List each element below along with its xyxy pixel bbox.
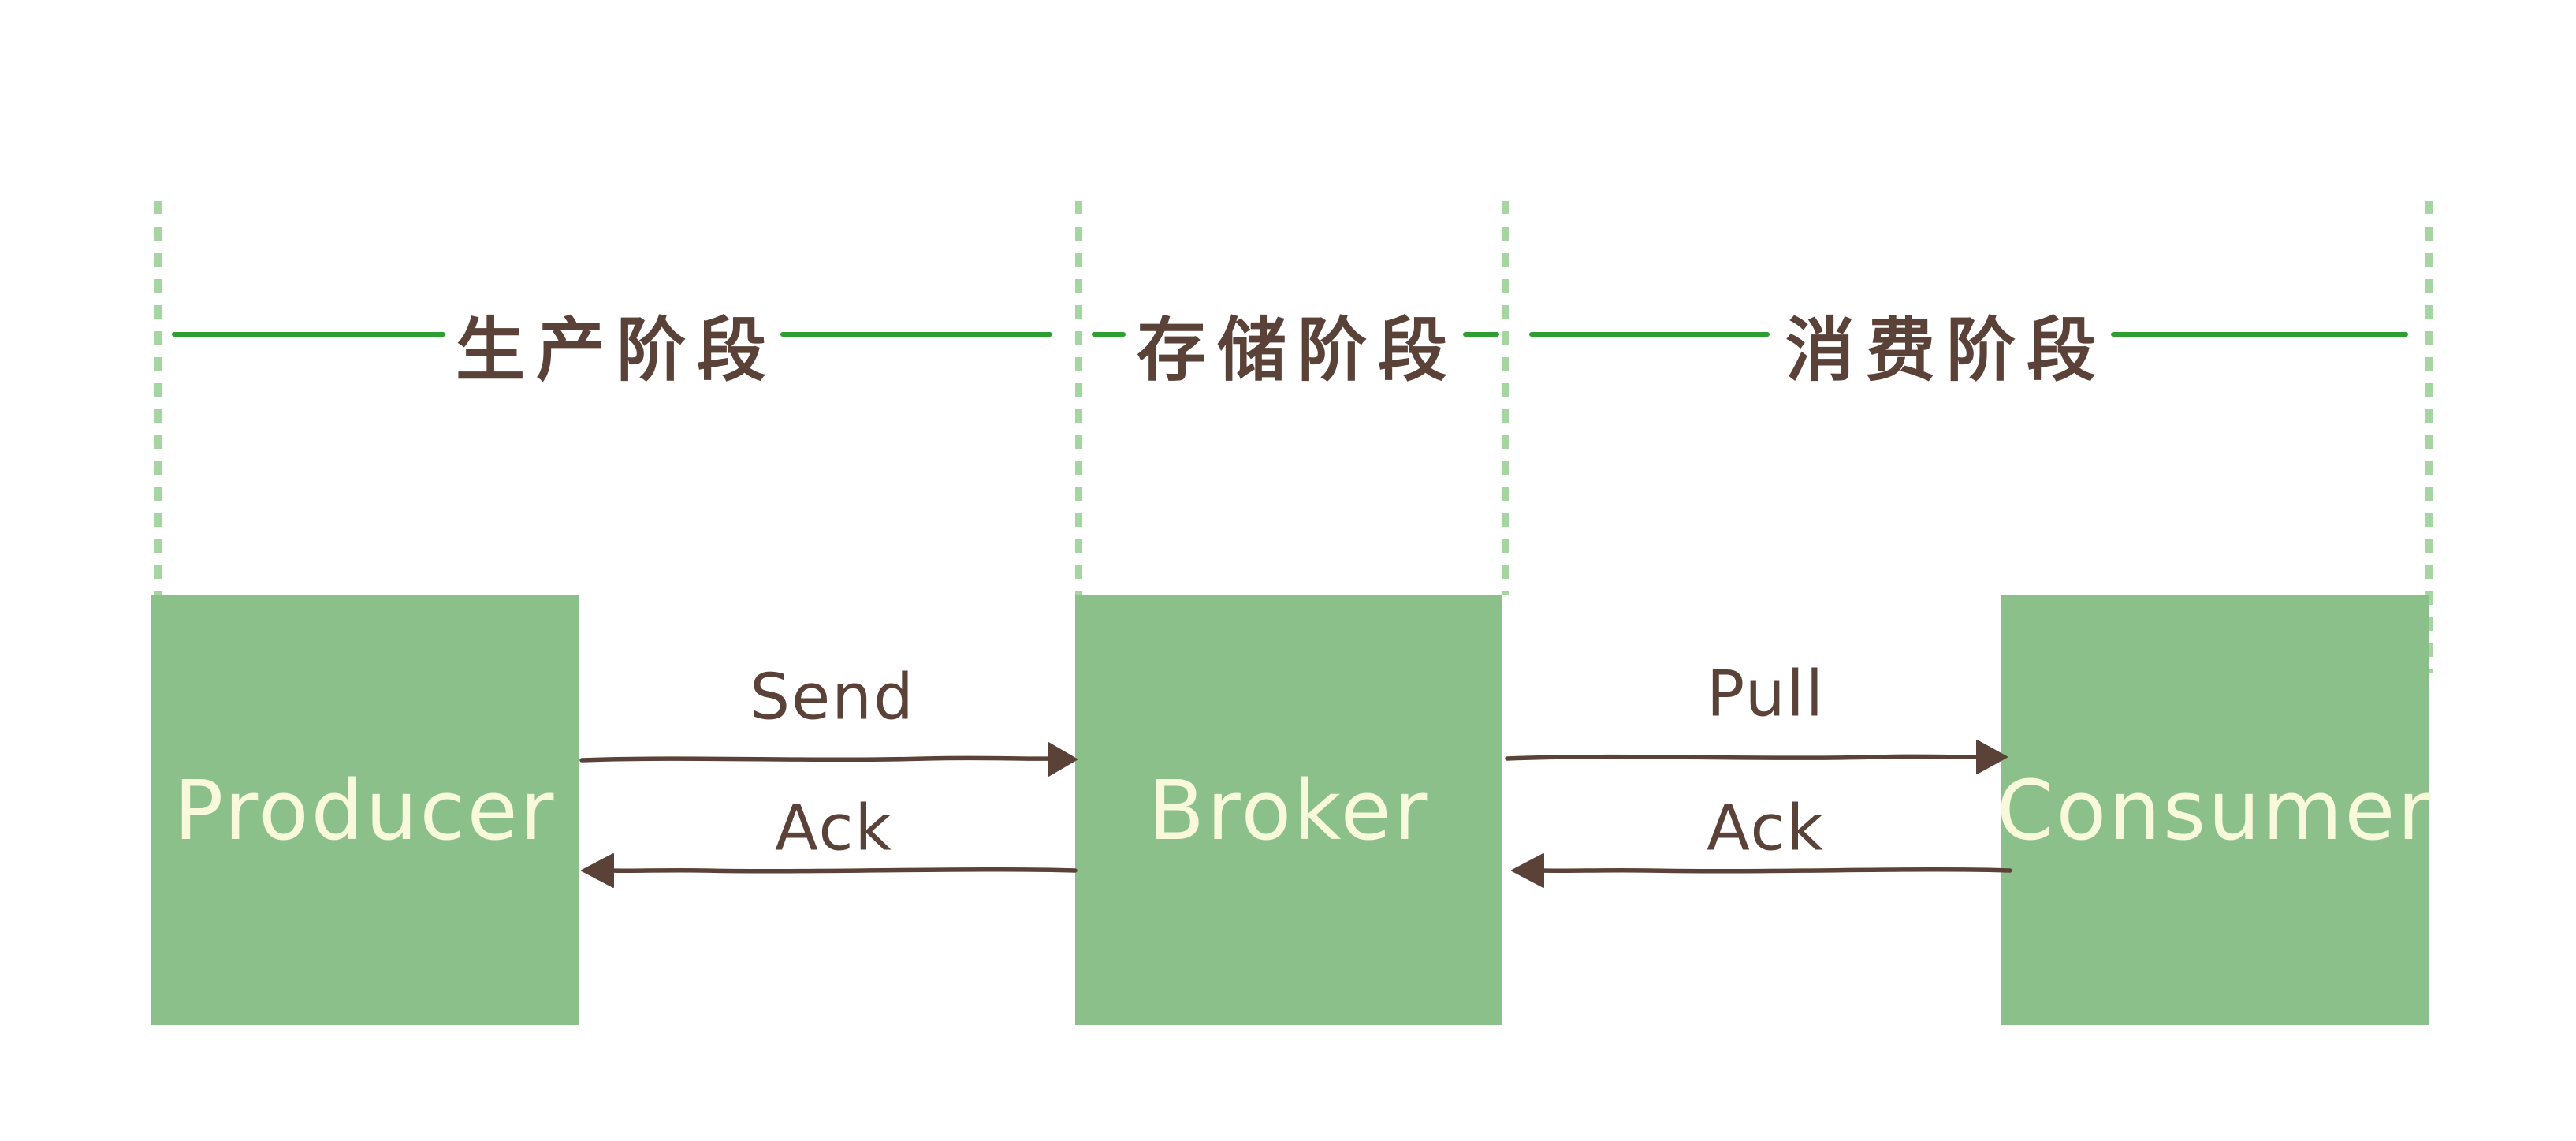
node-consumer: Consumer xyxy=(1997,595,2431,1025)
node-consumer-label: Consumer xyxy=(1996,762,2434,859)
node-broker: Broker xyxy=(1075,595,1502,1025)
ack-to-producer-arrow xyxy=(581,853,1078,888)
pull-arrow xyxy=(1505,740,2008,774)
phase-boundary-line-4 xyxy=(2425,201,2433,673)
phase-line-segment xyxy=(2111,332,2408,337)
message-label-ack-producer: Ack xyxy=(775,791,893,865)
arrow-line xyxy=(609,867,1078,874)
message-label-ack-broker: Ack xyxy=(1707,791,1825,865)
message-label-pull: Pull xyxy=(1707,657,1825,731)
phase-label-production: 生产阶段 xyxy=(455,309,778,391)
arrow-line xyxy=(579,755,1052,763)
arrow-head xyxy=(581,853,614,888)
phase-line-segment xyxy=(780,332,1052,337)
phase-boundary-line-2 xyxy=(1075,201,1082,595)
phase-line-segment xyxy=(172,332,445,337)
message-label-send: Send xyxy=(750,660,915,734)
node-broker-label: Broker xyxy=(1148,762,1430,859)
arrow-head xyxy=(1976,740,2008,774)
phase-line-segment xyxy=(1092,332,1126,337)
node-producer-label: Producer xyxy=(173,762,557,859)
arrow-line xyxy=(1539,867,2012,874)
phase-boundary-line-3 xyxy=(1502,201,1509,595)
phase-boundary-line-1 xyxy=(154,201,162,595)
arrow-line xyxy=(1505,754,1981,761)
node-producer: Producer xyxy=(151,595,579,1025)
send-arrow xyxy=(579,742,1078,777)
phase-label-consumption: 消费阶段 xyxy=(1785,309,2108,391)
phase-label-storage: 存储阶段 xyxy=(1136,309,1459,391)
ack-to-broker-arrow xyxy=(1511,853,2012,888)
phase-line-segment xyxy=(1463,332,1499,337)
phase-line-segment xyxy=(1529,332,1770,337)
arrow-head xyxy=(1048,742,1078,777)
arrow-head xyxy=(1511,853,1544,888)
